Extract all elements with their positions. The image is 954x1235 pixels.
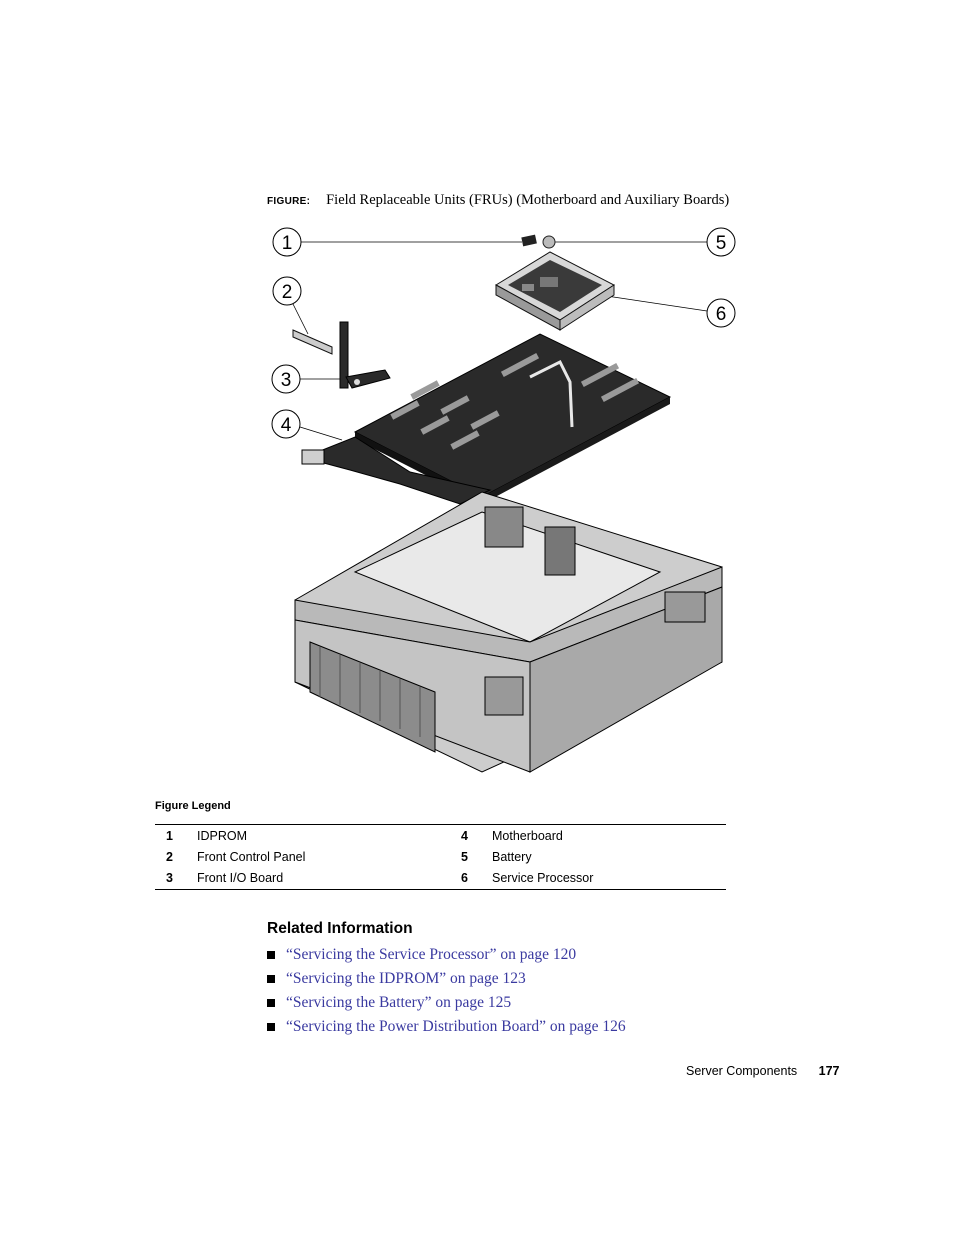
motherboard-part	[301, 333, 672, 505]
legend-label: Service Processor	[492, 871, 594, 886]
callout-label-3: 3	[281, 370, 292, 391]
related-information-heading: Related Information	[267, 920, 413, 937]
legend-label: Front I/O Board	[197, 871, 284, 886]
list-item: “Servicing the Battery” on page 125	[267, 991, 626, 1015]
server-chassis-part	[294, 491, 723, 773]
callout-label-6: 6	[716, 304, 727, 325]
callout-label-1: 1	[282, 233, 293, 254]
callout-4	[271, 409, 301, 439]
idprom-part	[521, 234, 537, 247]
figure-tag: FIGURE:	[267, 196, 311, 207]
callout-label-4: 4	[281, 415, 292, 436]
front-io-board-part	[339, 321, 391, 389]
legend-number: 5	[461, 849, 468, 864]
callout-label-2: 2	[282, 282, 293, 303]
link-servicing-idprom[interactable]: “Servicing the IDPROM” on page 123	[286, 970, 526, 987]
service-processor-module	[495, 251, 615, 331]
figure-caption: FIGURE: Field Replaceable Units (FRUs) (…	[267, 191, 729, 209]
link-servicing-battery[interactable]: “Servicing the Battery” on page 125	[286, 994, 512, 1011]
page-number: 177	[818, 1064, 840, 1078]
legend-label: IDPROM	[197, 828, 247, 843]
figure-legend-title: Figure Legend	[155, 800, 231, 812]
page-footer: Server Components 177	[686, 1064, 840, 1078]
legend-number: 3	[166, 871, 173, 886]
legend-row: 1 IDPROM 4 Motherboard	[155, 825, 726, 847]
legend-label: Motherboard	[492, 828, 563, 843]
legend-row: 3 Front I/O Board 6 Service Processor	[155, 868, 726, 890]
battery-part	[542, 235, 556, 249]
fru-exploded-illustration: 1 2 3 4 5 6	[271, 227, 736, 773]
bullet-icon	[267, 975, 275, 983]
legend-number: 4	[461, 828, 468, 843]
footer-section-title: Server Components	[686, 1064, 798, 1078]
list-item: “Servicing the Power Distribution Board”…	[267, 1015, 626, 1039]
callout-2	[272, 276, 302, 306]
front-control-panel-part	[292, 329, 333, 355]
figure-legend-table: 1 IDPROM 4 Motherboard 2 Front Control P…	[155, 824, 726, 890]
legend-label: Battery	[492, 849, 532, 864]
callout-label-5: 5	[716, 233, 727, 254]
legend-number: 2	[166, 849, 173, 864]
figure-title: Field Replaceable Units (FRUs) (Motherbo…	[326, 192, 730, 208]
list-item: “Servicing the Service Processor” on pag…	[267, 943, 626, 967]
related-links-list: “Servicing the Service Processor” on pag…	[267, 943, 626, 1039]
bullet-icon	[267, 1023, 275, 1031]
legend-row: 2 Front Control Panel 5 Battery	[155, 846, 726, 867]
list-item: “Servicing the IDPROM” on page 123	[267, 967, 626, 991]
callout-6	[706, 298, 736, 328]
legend-number: 6	[461, 871, 468, 886]
bullet-icon	[267, 951, 275, 959]
legend-number: 1	[166, 828, 173, 843]
link-servicing-power-distribution-board[interactable]: “Servicing the Power Distribution Board”…	[286, 1018, 626, 1035]
legend-label: Front Control Panel	[197, 849, 306, 864]
bullet-icon	[267, 999, 275, 1007]
link-servicing-service-processor[interactable]: “Servicing the Service Processor” on pag…	[286, 946, 577, 963]
